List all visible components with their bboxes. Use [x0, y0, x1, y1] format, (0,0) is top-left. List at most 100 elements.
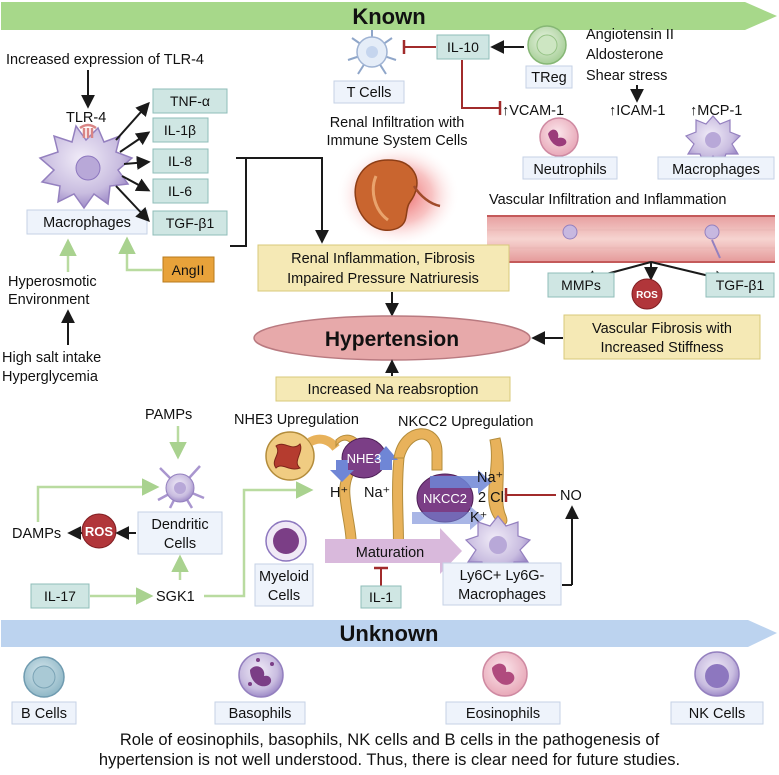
unknown-cell-box: [11, 701, 77, 725]
il17-label: IL-17: [44, 588, 76, 604]
myeloid-box: [254, 563, 314, 607]
t-cell-icon: [347, 30, 397, 75]
ly6c-box: [442, 562, 562, 606]
macrophages-box-right: [657, 156, 775, 180]
ion-label: K⁺: [470, 510, 487, 526]
vascular-fibrosis-label: Vascular Fibrosis with: [592, 321, 732, 337]
unknown-cell-box: [214, 701, 306, 725]
blood-vessel-icon: [487, 215, 775, 263]
nhe3-title: NHE3 Upregulation: [234, 412, 359, 428]
il10-label: IL-10: [447, 39, 479, 55]
unknown-cell-box: [445, 701, 561, 725]
sgk1-label: SGK1: [156, 589, 195, 605]
tgf-right-box: [705, 272, 775, 298]
arrow-cytokines-to-renal: [236, 157, 329, 244]
il17-box: [30, 583, 90, 609]
na-reabsorption-label: Increased Na reabsroption: [308, 382, 479, 398]
neutrophil-icon: [539, 117, 579, 157]
maturation-label: Maturation: [356, 545, 425, 561]
dendritic-box: [137, 511, 223, 555]
ros-label: ROS: [636, 290, 658, 301]
il10-box: [436, 34, 490, 60]
na-ion-label: Na⁺: [364, 485, 390, 501]
mmps-box: [547, 272, 615, 298]
cytokine-label: TGF-β1: [166, 215, 215, 231]
cytokine-box: [152, 178, 209, 204]
ros-lower-label: ROS: [85, 524, 114, 539]
nhe3-transporter-icon: [330, 437, 398, 482]
tlr4-label: TLR-4: [66, 110, 106, 126]
cytokine-list: TNF-α IL-1β IL-8 IL-6 TGF-β1: [152, 88, 228, 236]
ion-label: 2 Cl⁻: [478, 490, 511, 506]
stimulus-label: Angiotensin II: [586, 27, 674, 43]
basophil-icon: [238, 652, 284, 698]
no-label: NO: [560, 488, 582, 504]
dendritic-label: Dendritic: [151, 517, 208, 533]
arrow-sgk1-nhe3: [204, 481, 314, 598]
arrow-tgf: [115, 185, 150, 223]
ly6c-label: Ly6C+ Ly6G-: [460, 568, 545, 584]
dendritic-cell-icon: [157, 465, 205, 509]
arrow-angii: [118, 236, 162, 272]
tlr4-expression-label: Increased expression of TLR-4: [6, 52, 204, 68]
mmps-label: MMPs: [561, 277, 601, 293]
macrophage-icon: [684, 115, 742, 166]
t-cells-label: T Cells: [347, 85, 392, 101]
footer-line: hypertension is not well understood. Thu…: [98, 751, 681, 769]
kidney-icon: [336, 143, 460, 247]
eosinophil-icon: [482, 651, 528, 697]
adhesion-label: ↑ICAM-1: [609, 103, 665, 119]
known-banner-label: Known: [352, 4, 425, 29]
renal-infiltration-label: Renal Infiltration with: [330, 115, 465, 131]
myeloid-cell-icon: [265, 520, 307, 562]
arrow-il6: [121, 175, 151, 192]
treg-label: TReg: [531, 70, 566, 86]
renal-inflammation-label-2: Impaired Pressure Natriuresis: [287, 271, 479, 287]
neutrophils-box: [522, 156, 618, 180]
renal-inflammation-box: [257, 244, 510, 292]
stimulus-label: Shear stress: [586, 68, 667, 84]
known-banner: [1, 2, 777, 30]
arrow-damps-dendritic: [36, 478, 160, 522]
unknown-banner-label: Unknown: [340, 621, 439, 646]
damps-label: DAMPs: [12, 526, 61, 542]
hyperglycemia-label: Hyperglycemia: [2, 369, 99, 385]
ly6c-label-2: Macrophages: [458, 587, 546, 603]
nkcc2-transporter-icon: [412, 470, 492, 530]
hypertension-label: Hypertension: [325, 328, 459, 351]
arrow-il1b: [119, 131, 151, 153]
vascular-fibrosis-box: [563, 314, 761, 360]
macrophages-right-label: Macrophages: [672, 162, 760, 178]
environment-label: Environment: [8, 292, 89, 308]
cytokine-box: [152, 88, 228, 114]
renal-inflammation-label: Renal Inflammation, Fibrosis: [291, 251, 475, 267]
macrophages-box: [26, 209, 148, 235]
angii-label: AngII: [172, 262, 205, 278]
ion-label: Na⁺: [477, 470, 503, 486]
macrophage-icon: [38, 123, 134, 210]
vascular-infiltration-label: Vascular Infiltration and Inflammation: [489, 192, 727, 208]
ros-icon: [631, 278, 663, 310]
nkcc2-label: NKCC2: [423, 491, 467, 506]
maturation-arrow: [325, 528, 462, 574]
adhesion-label: ↑VCAM-1: [502, 103, 564, 119]
ly6c-macrophage-icon: [464, 515, 532, 575]
unknown-banner: [1, 620, 777, 647]
treg-icon: [527, 25, 567, 65]
angii-box: [162, 256, 215, 283]
cytokine-box: [152, 210, 228, 236]
loop-tubule-icon: [393, 428, 508, 526]
nk-cell-icon: [694, 651, 740, 697]
cytokine-box: [152, 148, 209, 174]
nephron-glomerulus-icon: [265, 431, 340, 481]
stimulus-label: Aldosterone: [586, 47, 663, 63]
il10-inhibit-adhesion: [461, 60, 500, 109]
il1-box: [360, 585, 402, 609]
unknown-cell-label: NK Cells: [689, 706, 745, 722]
salt-label: High salt intake: [2, 350, 101, 366]
footer-note: Role of eosinophils, basophils, NK cells…: [20, 730, 759, 770]
nkcc2-title: NKCC2 Upregulation: [398, 414, 533, 430]
unknown-cell-label: Basophils: [229, 706, 292, 722]
unknown-cell-box: [670, 701, 764, 725]
